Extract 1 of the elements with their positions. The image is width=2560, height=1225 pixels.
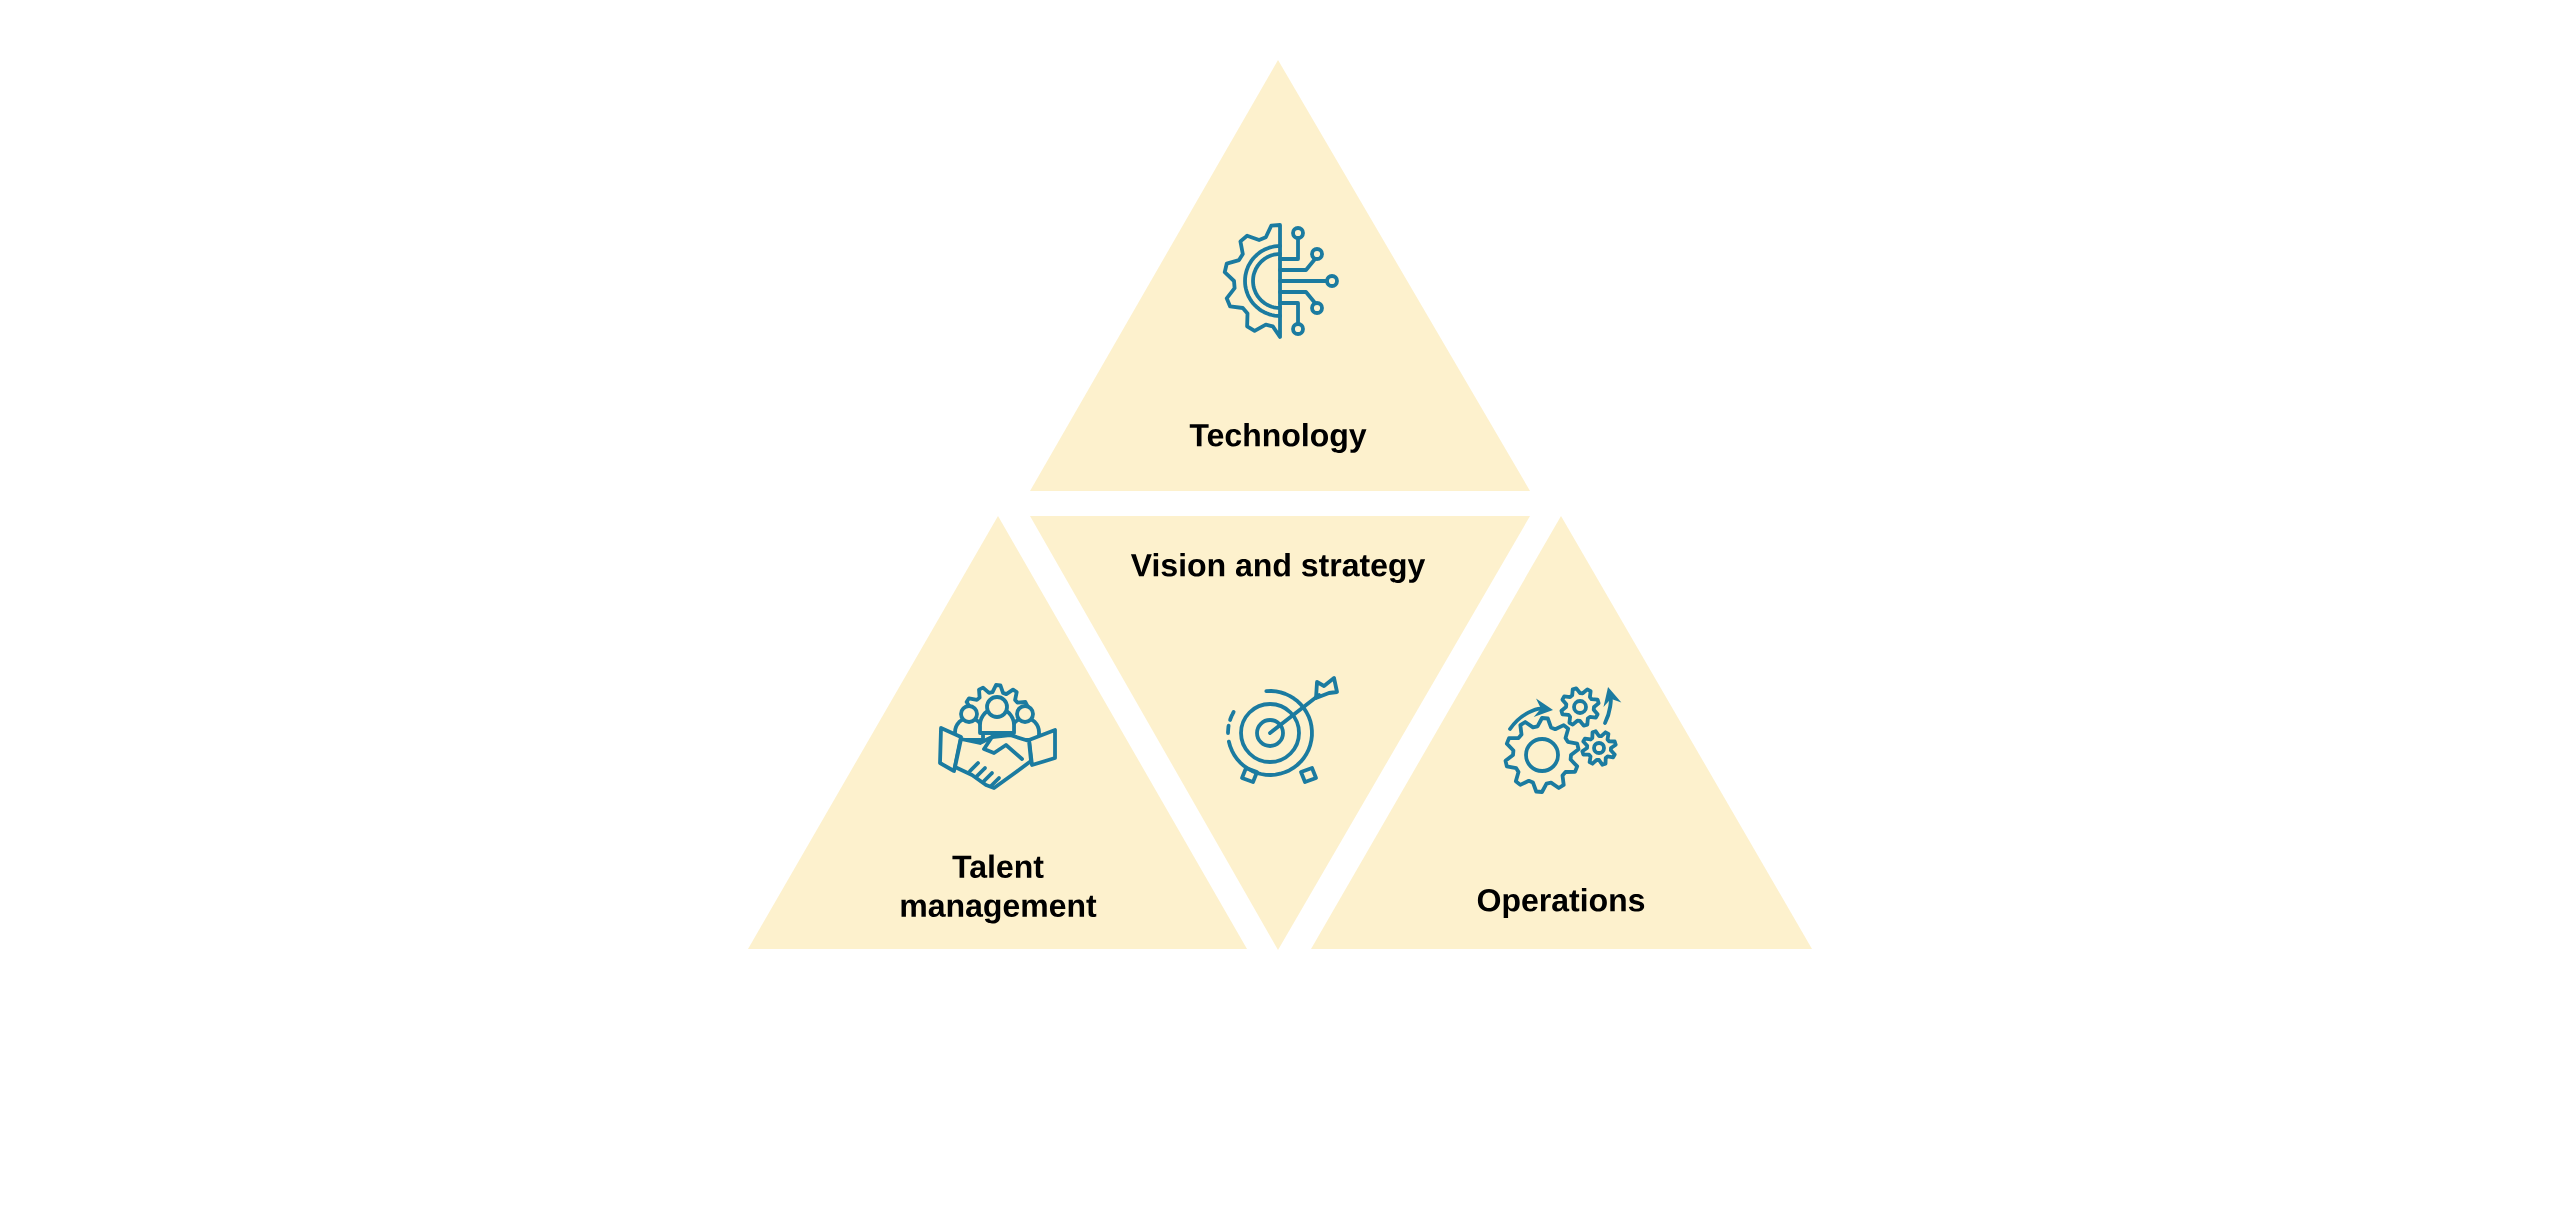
- triangle-panel: Technology: [1030, 60, 1530, 491]
